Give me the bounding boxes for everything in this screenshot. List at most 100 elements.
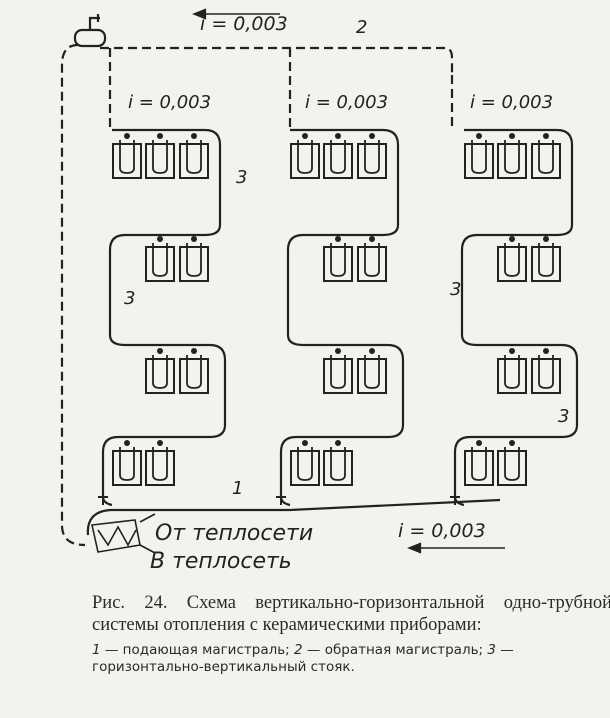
- radiator-valve-icon: [191, 348, 197, 354]
- ceramic-radiator: [531, 236, 561, 282]
- radiator-body: [464, 143, 494, 179]
- legend-text: — подающая магистраль;: [100, 642, 295, 658]
- radiator-valve-icon: [302, 133, 308, 139]
- ceramic-radiator: [145, 348, 175, 394]
- callout-1: 1: [232, 478, 243, 499]
- radiator-body: [323, 246, 353, 282]
- riser-1: [101, 128, 227, 507]
- radiator-valve-icon: [335, 440, 341, 446]
- radiator-valve-icon: [543, 236, 549, 242]
- ceramic-radiator: [145, 133, 175, 179]
- radiator-valve-icon: [509, 348, 515, 354]
- radiator-body: [323, 450, 353, 486]
- connection-arrow: [139, 513, 156, 554]
- radiator-coil: [297, 140, 313, 174]
- radiator-coil: [330, 447, 346, 481]
- callout-2: 2: [356, 17, 367, 38]
- riser-3: [453, 128, 579, 507]
- radiator-coil: [364, 243, 380, 277]
- ceramic-radiator: [290, 440, 320, 486]
- radiator-valve-icon: [509, 236, 515, 242]
- riser-valve-icon: [276, 496, 286, 505]
- ceramic-radiator: [357, 236, 387, 282]
- radiator-coil: [152, 243, 168, 277]
- slope-label-bottom: i = 0,003: [398, 520, 486, 542]
- ceramic-radiator: [323, 348, 353, 394]
- ceramic-radiator: [531, 133, 561, 179]
- legend-num: 2: [294, 642, 303, 658]
- radiator-body: [357, 143, 387, 179]
- ceramic-radiator: [497, 348, 527, 394]
- radiator-valve-icon: [476, 440, 482, 446]
- ceramic-radiator: [531, 348, 561, 394]
- radiator-body: [145, 143, 175, 179]
- radiator-coil: [330, 243, 346, 277]
- ceramic-radiator: [112, 440, 142, 486]
- radiator-valve-icon: [191, 236, 197, 242]
- radiator-coil: [330, 140, 346, 174]
- heating-system-diagram: i = 0,003 i = 0,003 i = 0,003 i = 0,003 …: [60, 8, 579, 574]
- radiator-valve-icon: [124, 440, 130, 446]
- radiator-valve-icon: [543, 348, 549, 354]
- radiator-valve-icon: [157, 133, 163, 139]
- radiator-body: [145, 358, 175, 394]
- radiator-body: [290, 450, 320, 486]
- radiator-coil: [186, 243, 202, 277]
- radiator-coil: [330, 355, 346, 389]
- to-network-label: В теплосеть: [150, 549, 292, 574]
- radiator-coil: [119, 140, 135, 174]
- ceramic-radiator: [179, 133, 209, 179]
- radiator-coil: [364, 140, 380, 174]
- arrow-head: [192, 8, 207, 20]
- callout-3: 3: [558, 406, 569, 427]
- radiator-body: [531, 143, 561, 179]
- radiator-body: [179, 246, 209, 282]
- from-network-label: От теплосети: [155, 521, 313, 546]
- radiator-valve-icon: [191, 133, 197, 139]
- radiator-coil: [186, 355, 202, 389]
- callout-3: 3: [124, 288, 135, 309]
- ceramic-radiator: [112, 133, 142, 179]
- caption-legend: 1 — подающая магистраль; 2 — обратная ма…: [92, 642, 610, 676]
- radiator-valve-icon: [335, 348, 341, 354]
- radiator-valve-icon: [124, 133, 130, 139]
- radiator-body: [357, 246, 387, 282]
- radiator-body: [464, 450, 494, 486]
- radiator-body: [323, 358, 353, 394]
- radiator-body: [531, 246, 561, 282]
- ceramic-radiator: [290, 133, 320, 179]
- radiator-body: [497, 143, 527, 179]
- slope-label-top: i = 0,003: [200, 13, 288, 35]
- radiator-body: [357, 358, 387, 394]
- radiator-valve-icon: [369, 133, 375, 139]
- ceramic-radiator: [323, 440, 353, 486]
- radiator-valve-icon: [509, 133, 515, 139]
- ceramic-radiator: [497, 236, 527, 282]
- radiator-body: [531, 358, 561, 394]
- ceramic-radiator: [145, 236, 175, 282]
- ceramic-radiator: [464, 440, 494, 486]
- slope-label-riser-2: i = 0,003: [305, 92, 388, 113]
- radiator-coil: [152, 140, 168, 174]
- radiator-valve-icon: [509, 440, 515, 446]
- radiator-body: [290, 143, 320, 179]
- riser-valve-icon: [450, 496, 460, 505]
- radiator-body: [145, 450, 175, 486]
- slope-label-riser-1: i = 0,003: [128, 92, 211, 113]
- slope-label-riser-3: i = 0,003: [470, 92, 553, 113]
- radiator-body: [112, 450, 142, 486]
- radiator-coil: [504, 140, 520, 174]
- ceramic-radiator: [323, 236, 353, 282]
- callout-3: 3: [236, 167, 247, 188]
- radiator-valve-icon: [157, 236, 163, 242]
- radiator-coil: [504, 243, 520, 277]
- callout-3: 3: [450, 279, 461, 300]
- ceramic-radiator: [497, 440, 527, 486]
- legend-text: — горизонтально-вертикальный стояк.: [92, 642, 514, 675]
- radiator-coil: [538, 243, 554, 277]
- radiator-coil: [471, 447, 487, 481]
- radiator-body: [179, 358, 209, 394]
- radiator-body: [323, 143, 353, 179]
- ceramic-radiator: [323, 133, 353, 179]
- radiator-coil: [297, 447, 313, 481]
